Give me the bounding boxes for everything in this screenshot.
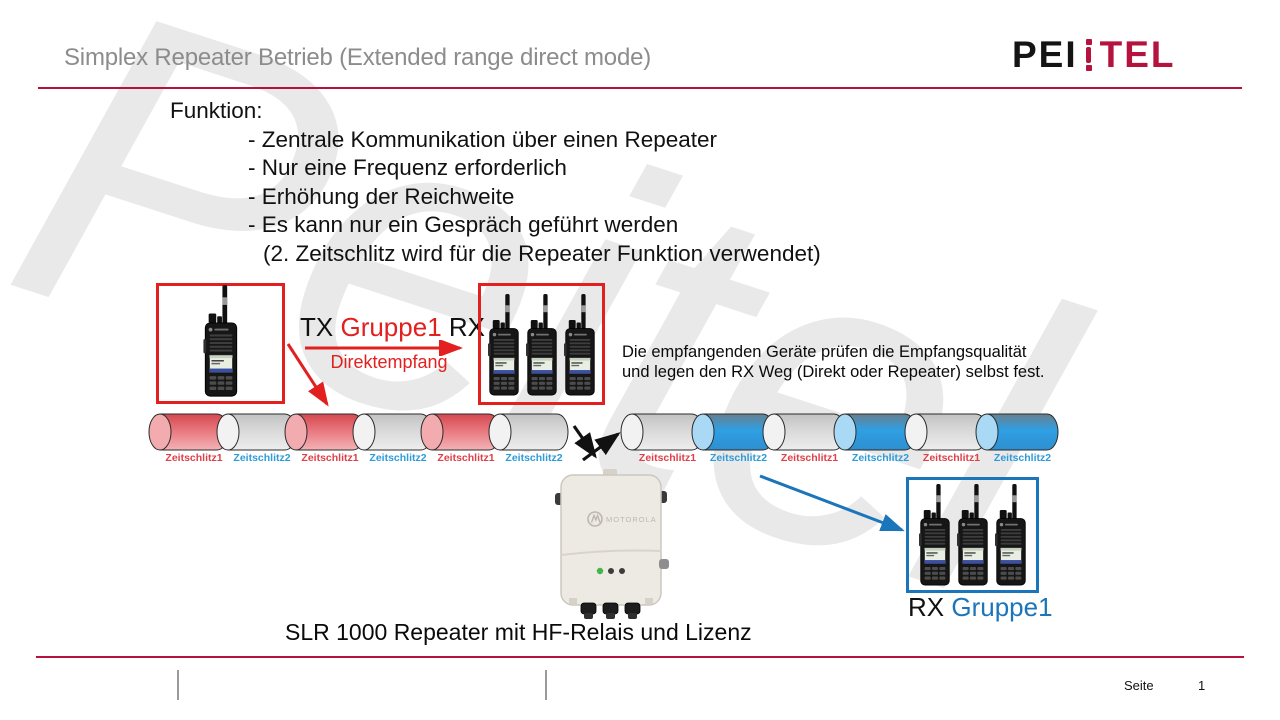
note-line-1: Die empfangenden Geräte prüfen die Empfa… (622, 343, 1027, 361)
rx-label: RX (908, 592, 945, 622)
timeslot-timeline-left (148, 413, 569, 451)
handheld-radio-icon (992, 483, 1030, 587)
logo-separator-icon (1085, 38, 1092, 71)
tx-rx-label: TX Gruppe1 RX (300, 312, 485, 343)
page-title: Simplex Repeater Betrieb (Extended range… (64, 44, 652, 71)
footer-separator-bar (177, 670, 179, 700)
svg-text:MOTOROLA: MOTOROLA (606, 515, 657, 524)
bullet-item: - Nur eine Frequenz erforderlich (248, 155, 567, 181)
bullet-item: (2. Zeitschlitz wird für die Repeater Fu… (263, 240, 821, 266)
timeslot-labels-left: Zeitschlitz1 Zeitschlitz2 Zeitschlitz1 Zeit… (160, 452, 568, 464)
repeater-path-arrows-icon (572, 425, 621, 462)
tx-label: TX (300, 312, 334, 342)
rx-radio-box (478, 283, 605, 405)
handheld-radio-icon (954, 483, 992, 587)
direct-arrow-label: Direktempfang (330, 352, 448, 372)
rx-group-box (906, 477, 1039, 593)
timeslot-label: Zeitschlitz1 (437, 452, 495, 464)
timeslot-label: Zeitschlitz2 (505, 452, 563, 464)
footer-divider-line (36, 656, 1244, 658)
timeslot-label: Zeitschlitz1 (780, 452, 839, 464)
timeslot-label: Zeitschlitz1 (301, 452, 359, 464)
timeslot-label: Zeitschlitz1 (165, 452, 223, 464)
tx-radio-box (156, 283, 285, 404)
rx-group-label: RX Gruppe1 (908, 592, 1053, 623)
timeslot-labels-right: Zeitschlitz1 Zeitschlitz2 Zeitschlitz1 Zeit… (632, 452, 1058, 464)
note-line-2: und legen den RX Weg (Direkt oder Repeat… (622, 363, 1045, 381)
timeslot-label: Zeitschlitz1 (638, 452, 697, 464)
bullet-item: - Erhöhung der Reichweite (248, 183, 515, 209)
timeslot-label: Zeitschlitz1 (922, 452, 981, 464)
handheld-radio-icon (200, 284, 242, 398)
tx-to-timeslot-arrow-icon (286, 343, 329, 407)
timeslot-label: Zeitschlitz2 (993, 452, 1052, 464)
direct-path-arrow-icon (305, 340, 463, 356)
slr1000-repeater-image: MOTOROLA (555, 469, 669, 619)
handheld-radio-icon (485, 291, 523, 399)
group1-label: Gruppe1 (951, 592, 1053, 622)
logo-text-tel: TEL (1099, 34, 1176, 75)
function-heading: Funktion: (170, 98, 263, 123)
header-divider-line (38, 87, 1242, 89)
group1-label: Gruppe1 (340, 312, 442, 342)
page-number: 1 (1198, 678, 1206, 693)
footer-separator-bar (545, 670, 547, 700)
repeater-to-rx-arrow-icon (759, 474, 905, 532)
page-label: Seite (1124, 678, 1154, 693)
timeslot-label: Zeitschlitz2 (851, 452, 910, 464)
repeater-caption: SLR 1000 Repeater mit HF-Relais und Lize… (285, 619, 752, 645)
note-text: Die empfangenden Geräte prüfen die Empfa… (622, 342, 1045, 382)
bullet-list: - Zentrale Kommunikation über einen Repe… (248, 126, 821, 268)
bullet-item: - Es kann nur ein Gespräch geführt werde… (248, 212, 679, 238)
timeslot-label: Zeitschlitz2 (709, 452, 768, 464)
handheld-radio-icon (561, 291, 599, 399)
timeslot-timeline-right (620, 413, 1059, 451)
logo-text-pei: PEI (1012, 34, 1078, 75)
peitel-logo: PEI TEL (1012, 36, 1176, 73)
handheld-radio-icon (523, 291, 561, 399)
timeslot-label: Zeitschlitz2 (233, 452, 291, 464)
handheld-radio-icon (916, 483, 954, 587)
timeslot-label: Zeitschlitz2 (369, 452, 427, 464)
bullet-item: - Zentrale Kommunikation über einen Repe… (248, 127, 718, 152)
